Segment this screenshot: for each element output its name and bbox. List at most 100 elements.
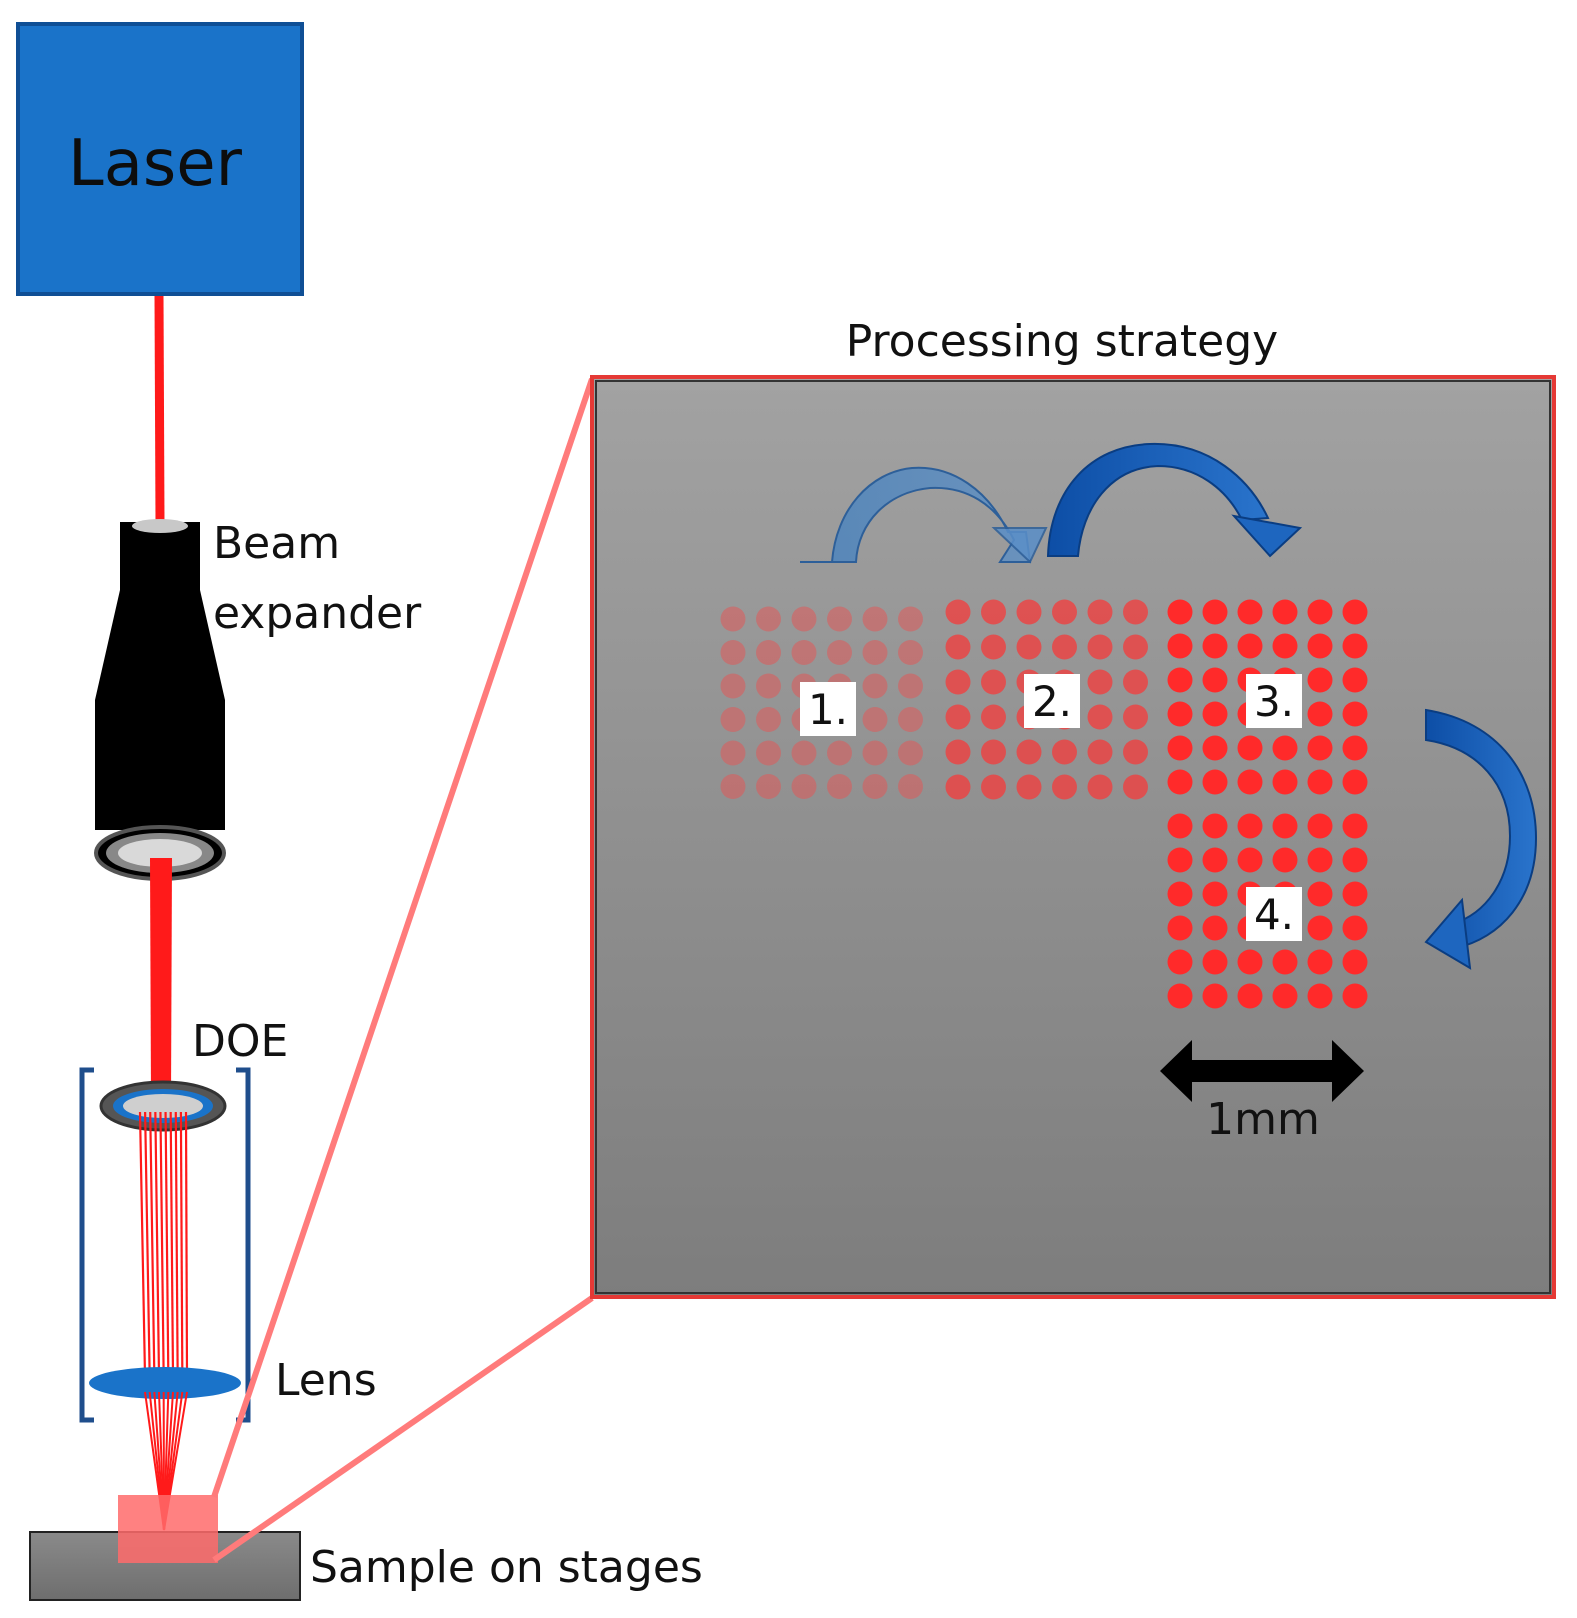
laser-spot [1202, 701, 1228, 727]
beamlet-line [149, 1111, 156, 1377]
lens-label: Lens [275, 1355, 377, 1406]
laser-spot [756, 673, 781, 699]
laser-spot [1123, 669, 1148, 695]
laser-spot [945, 739, 971, 765]
laser-spot [1087, 634, 1113, 660]
laser-spot [1272, 633, 1298, 659]
laser-spot [1307, 983, 1333, 1009]
laser-spot [1342, 735, 1368, 761]
laser-spot [862, 774, 888, 799]
laser-spot [1202, 813, 1228, 839]
laser-spot [1307, 847, 1333, 873]
laser-spot [1016, 774, 1042, 800]
laser-spot [862, 606, 888, 632]
laser-spot [1272, 813, 1298, 839]
laser-spot [791, 606, 817, 632]
laser-spot [1237, 983, 1263, 1009]
laser-spot [1237, 847, 1263, 873]
doe-label: DOE [192, 1016, 288, 1067]
laser-spot [1272, 949, 1298, 975]
laser-spot [1342, 769, 1368, 795]
step-label-3: 3. [1246, 674, 1302, 728]
laser-spot [945, 669, 971, 695]
laser-spot [1237, 633, 1263, 659]
laser-spot [1307, 701, 1333, 727]
laser-spot [1202, 983, 1228, 1009]
laser-spot [756, 774, 781, 799]
laser-spot [898, 774, 923, 799]
laser-spot [981, 669, 1006, 695]
beamlet-line [169, 1111, 175, 1377]
laser-spot [720, 774, 746, 799]
laser-spot [756, 740, 781, 766]
step-4-text: 4. [1254, 890, 1294, 939]
laser-spot [1167, 813, 1193, 839]
laser-spot [1123, 634, 1148, 660]
laser-spot [1167, 915, 1193, 941]
laser-spot [1307, 949, 1333, 975]
laser-spot [1123, 774, 1148, 800]
laser-spot [898, 640, 923, 665]
laser-spot [1167, 949, 1193, 975]
laser-spot [1272, 847, 1298, 873]
laser-spot [827, 640, 852, 665]
laser-spot [1167, 983, 1193, 1009]
laser-spot [1202, 735, 1228, 761]
laser-spot [827, 774, 852, 799]
laser-spot [898, 673, 923, 699]
laser-spot [898, 740, 923, 766]
laser-spot [1342, 881, 1368, 907]
laser-spot [1272, 735, 1298, 761]
move-arrow-2-to-3 [1046, 442, 1303, 558]
beamlet-line [144, 1111, 151, 1377]
beamlet-line [154, 1111, 161, 1377]
laser-spot [1307, 769, 1333, 795]
laser-spot [827, 740, 852, 766]
beam-expander-label-line1: Beam [213, 518, 340, 569]
laser-spot [756, 606, 781, 632]
laser-spot [1016, 739, 1042, 765]
beamlet-line [164, 1111, 170, 1377]
laser-spot [1342, 813, 1368, 839]
laser-spot [1087, 599, 1113, 625]
move-arrow-3-to-4 [1424, 708, 1538, 970]
laser-spot [1237, 813, 1263, 839]
laser-spot [1087, 704, 1113, 730]
beam-expander [94, 519, 226, 881]
laser-spot [945, 634, 971, 660]
laser-spot [1307, 599, 1333, 625]
laser-spot [1087, 774, 1113, 800]
laser-spot [1342, 633, 1368, 659]
step-2-text: 2. [1032, 677, 1072, 726]
laser-spot [1237, 599, 1263, 625]
laser-spot [756, 640, 781, 665]
laser-spot [756, 707, 781, 732]
scale-bar-label: 1mm [1206, 1094, 1320, 1145]
laser-spot [1167, 667, 1193, 693]
laser-spot [720, 673, 746, 699]
laser-spot [1202, 599, 1228, 625]
laser-spot [1307, 633, 1333, 659]
laser-spot [1272, 983, 1298, 1009]
laser-spot [981, 739, 1006, 765]
laser-spot [1202, 949, 1228, 975]
step-1-text: 1. [808, 685, 848, 734]
laser-spot [1202, 769, 1228, 795]
laser-spot [1087, 669, 1113, 695]
beam-expander-label-line2: expander [213, 588, 422, 639]
laser-spot [981, 774, 1006, 800]
laser-spot [862, 707, 888, 732]
laser-spot [1052, 599, 1077, 625]
diffracted-beamlets [138, 1111, 189, 1377]
laser-spot [1123, 739, 1148, 765]
laser-beam-upper [154, 295, 165, 523]
laser-spot [945, 774, 971, 800]
beamlet-line [174, 1111, 179, 1377]
laser-spot [898, 707, 923, 732]
laser-spot [945, 599, 971, 625]
step-label-2: 2. [1024, 674, 1080, 728]
laser-spot [981, 704, 1006, 730]
laser-spot [1342, 701, 1368, 727]
laser-spot [720, 740, 746, 766]
step-3-text: 3. [1254, 677, 1294, 726]
